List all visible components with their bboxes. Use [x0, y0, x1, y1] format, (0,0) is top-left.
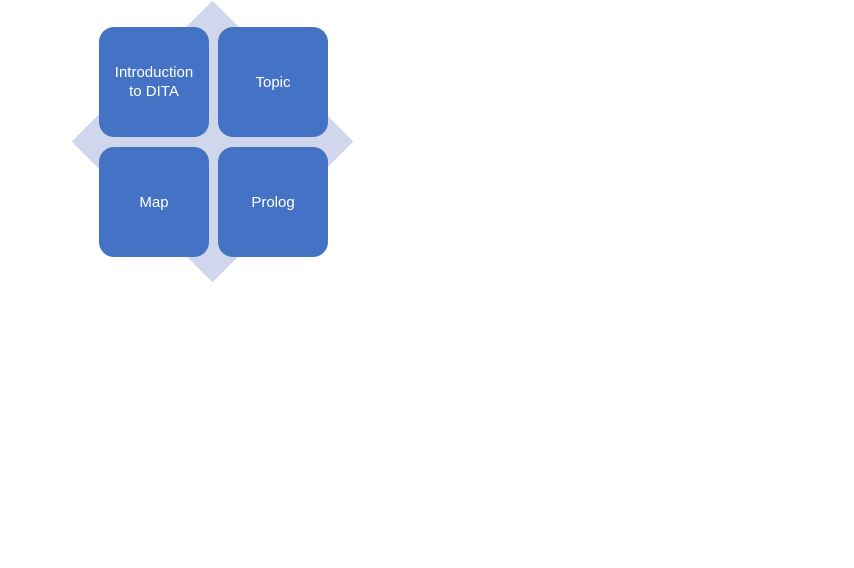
box-label: Map: [139, 193, 169, 211]
box-label: Topic: [255, 73, 291, 91]
box-topic: Topic: [218, 27, 328, 137]
box-label: Introduction to DITA: [114, 64, 194, 100]
box-map: Map: [99, 147, 209, 257]
box-introduction-to-dita: Introduction to DITA: [99, 27, 209, 137]
box-label: Prolog: [251, 193, 295, 211]
box-prolog: Prolog: [218, 147, 328, 257]
